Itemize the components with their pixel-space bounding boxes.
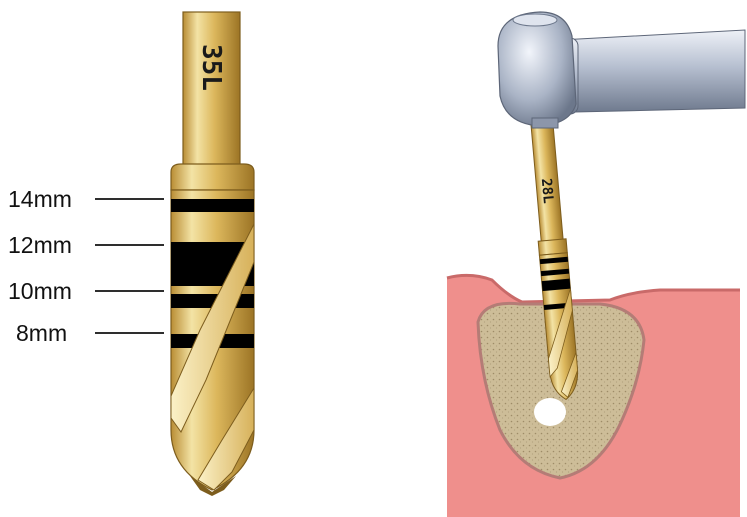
right-shaft-marking: 28L [538, 178, 556, 205]
right-illustration: 28L [447, 12, 745, 517]
handpiece [498, 12, 745, 128]
band-14mm [171, 199, 254, 212]
handpiece-cap [513, 14, 557, 26]
left-shaft-marking: 35L [196, 44, 226, 91]
depth-label-12mm: 12mm [8, 232, 72, 258]
depth-label-8mm: 8mm [16, 320, 67, 346]
depth-label-14mm: 14mm [8, 186, 72, 212]
depth-label-10mm: 10mm [8, 278, 72, 304]
depth-labels: 14mm 12mm 10mm 8mm [8, 186, 164, 346]
osteotomy [534, 398, 566, 426]
handpiece-head [498, 12, 576, 126]
left-drill-collar [171, 164, 254, 190]
left-drill: 35L [171, 12, 254, 496]
handpiece-chuck [532, 118, 558, 128]
handpiece-sleeve [560, 30, 745, 112]
